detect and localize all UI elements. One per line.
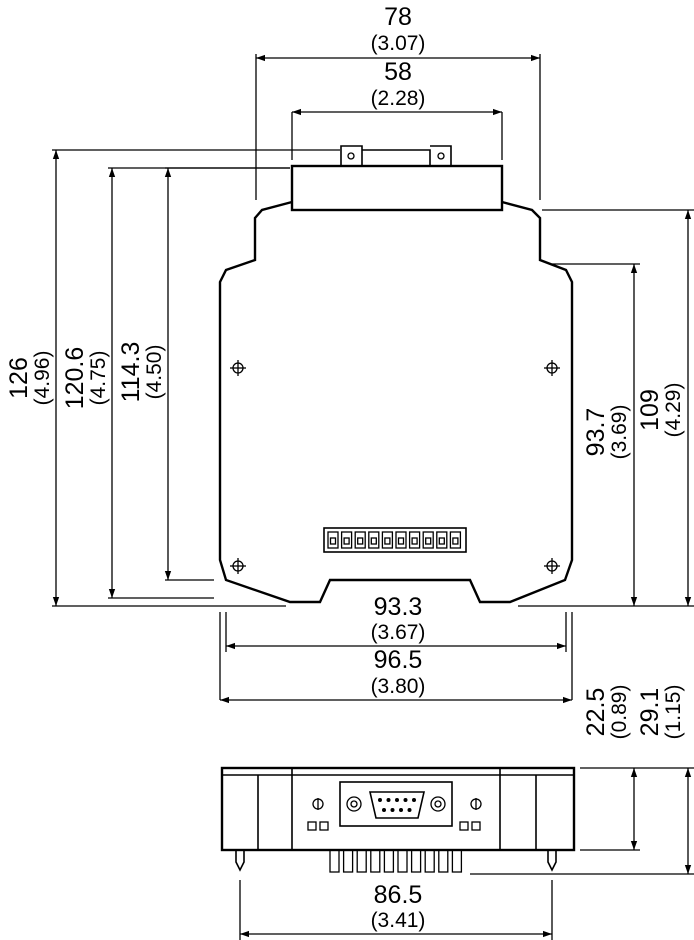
- dim-78-inch: (3.07): [371, 32, 426, 55]
- fin: [383, 849, 395, 873]
- terminal-contact: [354, 531, 366, 549]
- front-view: [218, 145, 574, 604]
- pin: [390, 808, 395, 812]
- dim-93-7-inch: (3.69): [608, 405, 631, 460]
- dim-120-6-value: 120.6: [61, 347, 89, 410]
- fin: [397, 849, 408, 873]
- dim-22-5-value: 22.5: [582, 688, 610, 737]
- fin: [356, 849, 367, 873]
- terminal-fins: [329, 849, 463, 873]
- terminal-block: [323, 527, 467, 553]
- dim-96-5-value: 96.5: [374, 646, 423, 674]
- pin: [382, 808, 386, 812]
- fin: [370, 849, 381, 873]
- terminal-contact: [422, 531, 434, 549]
- fin: [342, 849, 354, 873]
- dim-126-inch: (4.96): [31, 351, 54, 406]
- extension-lines: [52, 54, 694, 940]
- dim-93-3-value: 93.3: [374, 593, 423, 621]
- dim-120-6-inch: (4.75): [87, 351, 110, 406]
- pin: [403, 798, 408, 802]
- sub-d-connector-icon: [339, 781, 453, 827]
- dimension-labels: 78 (3.07) 58 (2.28) 126 (4.96) 120.6 (4.…: [5, 3, 685, 932]
- pin: [395, 798, 399, 802]
- terminal-contact: [327, 531, 339, 549]
- dim-93-3-inch: (3.67): [371, 621, 426, 644]
- terminal-contact: [449, 531, 462, 549]
- fin: [329, 849, 340, 873]
- terminal-contact: [340, 531, 353, 549]
- dim-96-5-inch: (3.80): [371, 675, 426, 698]
- dim-78-value: 78: [384, 3, 412, 31]
- housing-outline: [218, 200, 574, 604]
- pin: [386, 798, 391, 802]
- pin: [399, 808, 403, 812]
- terminal-contact: [381, 531, 394, 549]
- top-connector: [290, 164, 504, 212]
- terminal-contact: [395, 531, 407, 549]
- dim-29-1-inch: (1.15): [662, 685, 685, 740]
- dim-114-3-value: 114.3: [117, 342, 145, 403]
- screw-icon: [312, 798, 482, 810]
- terminal-contact: [436, 531, 448, 549]
- dim-109-value: 109: [636, 389, 664, 431]
- dim-109-inch: (4.29): [662, 383, 685, 438]
- dim-58-value: 58: [384, 58, 412, 86]
- dim-58-inch: (2.28): [371, 87, 426, 110]
- dim-93-7-value: 93.7: [582, 408, 610, 457]
- screw-icon: [230, 360, 560, 574]
- bottom-view: [220, 766, 576, 873]
- dim-126-value: 126: [5, 357, 33, 399]
- dim-22-5-inch: (0.89): [608, 685, 631, 740]
- fin: [410, 849, 422, 873]
- fin: [438, 849, 449, 873]
- dim-29-1-value: 29.1: [636, 688, 664, 737]
- bottom-housing: [220, 766, 576, 852]
- dim-86-5-inch: (3.41): [371, 909, 426, 932]
- pin: [378, 798, 382, 802]
- pin: [407, 808, 412, 812]
- dimension-lines: [52, 54, 692, 938]
- fin: [451, 849, 463, 873]
- pin: [412, 798, 416, 802]
- dim-86-5-value: 86.5: [374, 881, 423, 909]
- fin: [424, 849, 435, 873]
- terminal-contact: [408, 531, 421, 549]
- terminal-contact: [368, 531, 380, 549]
- dim-114-3-inch: (4.50): [143, 345, 166, 400]
